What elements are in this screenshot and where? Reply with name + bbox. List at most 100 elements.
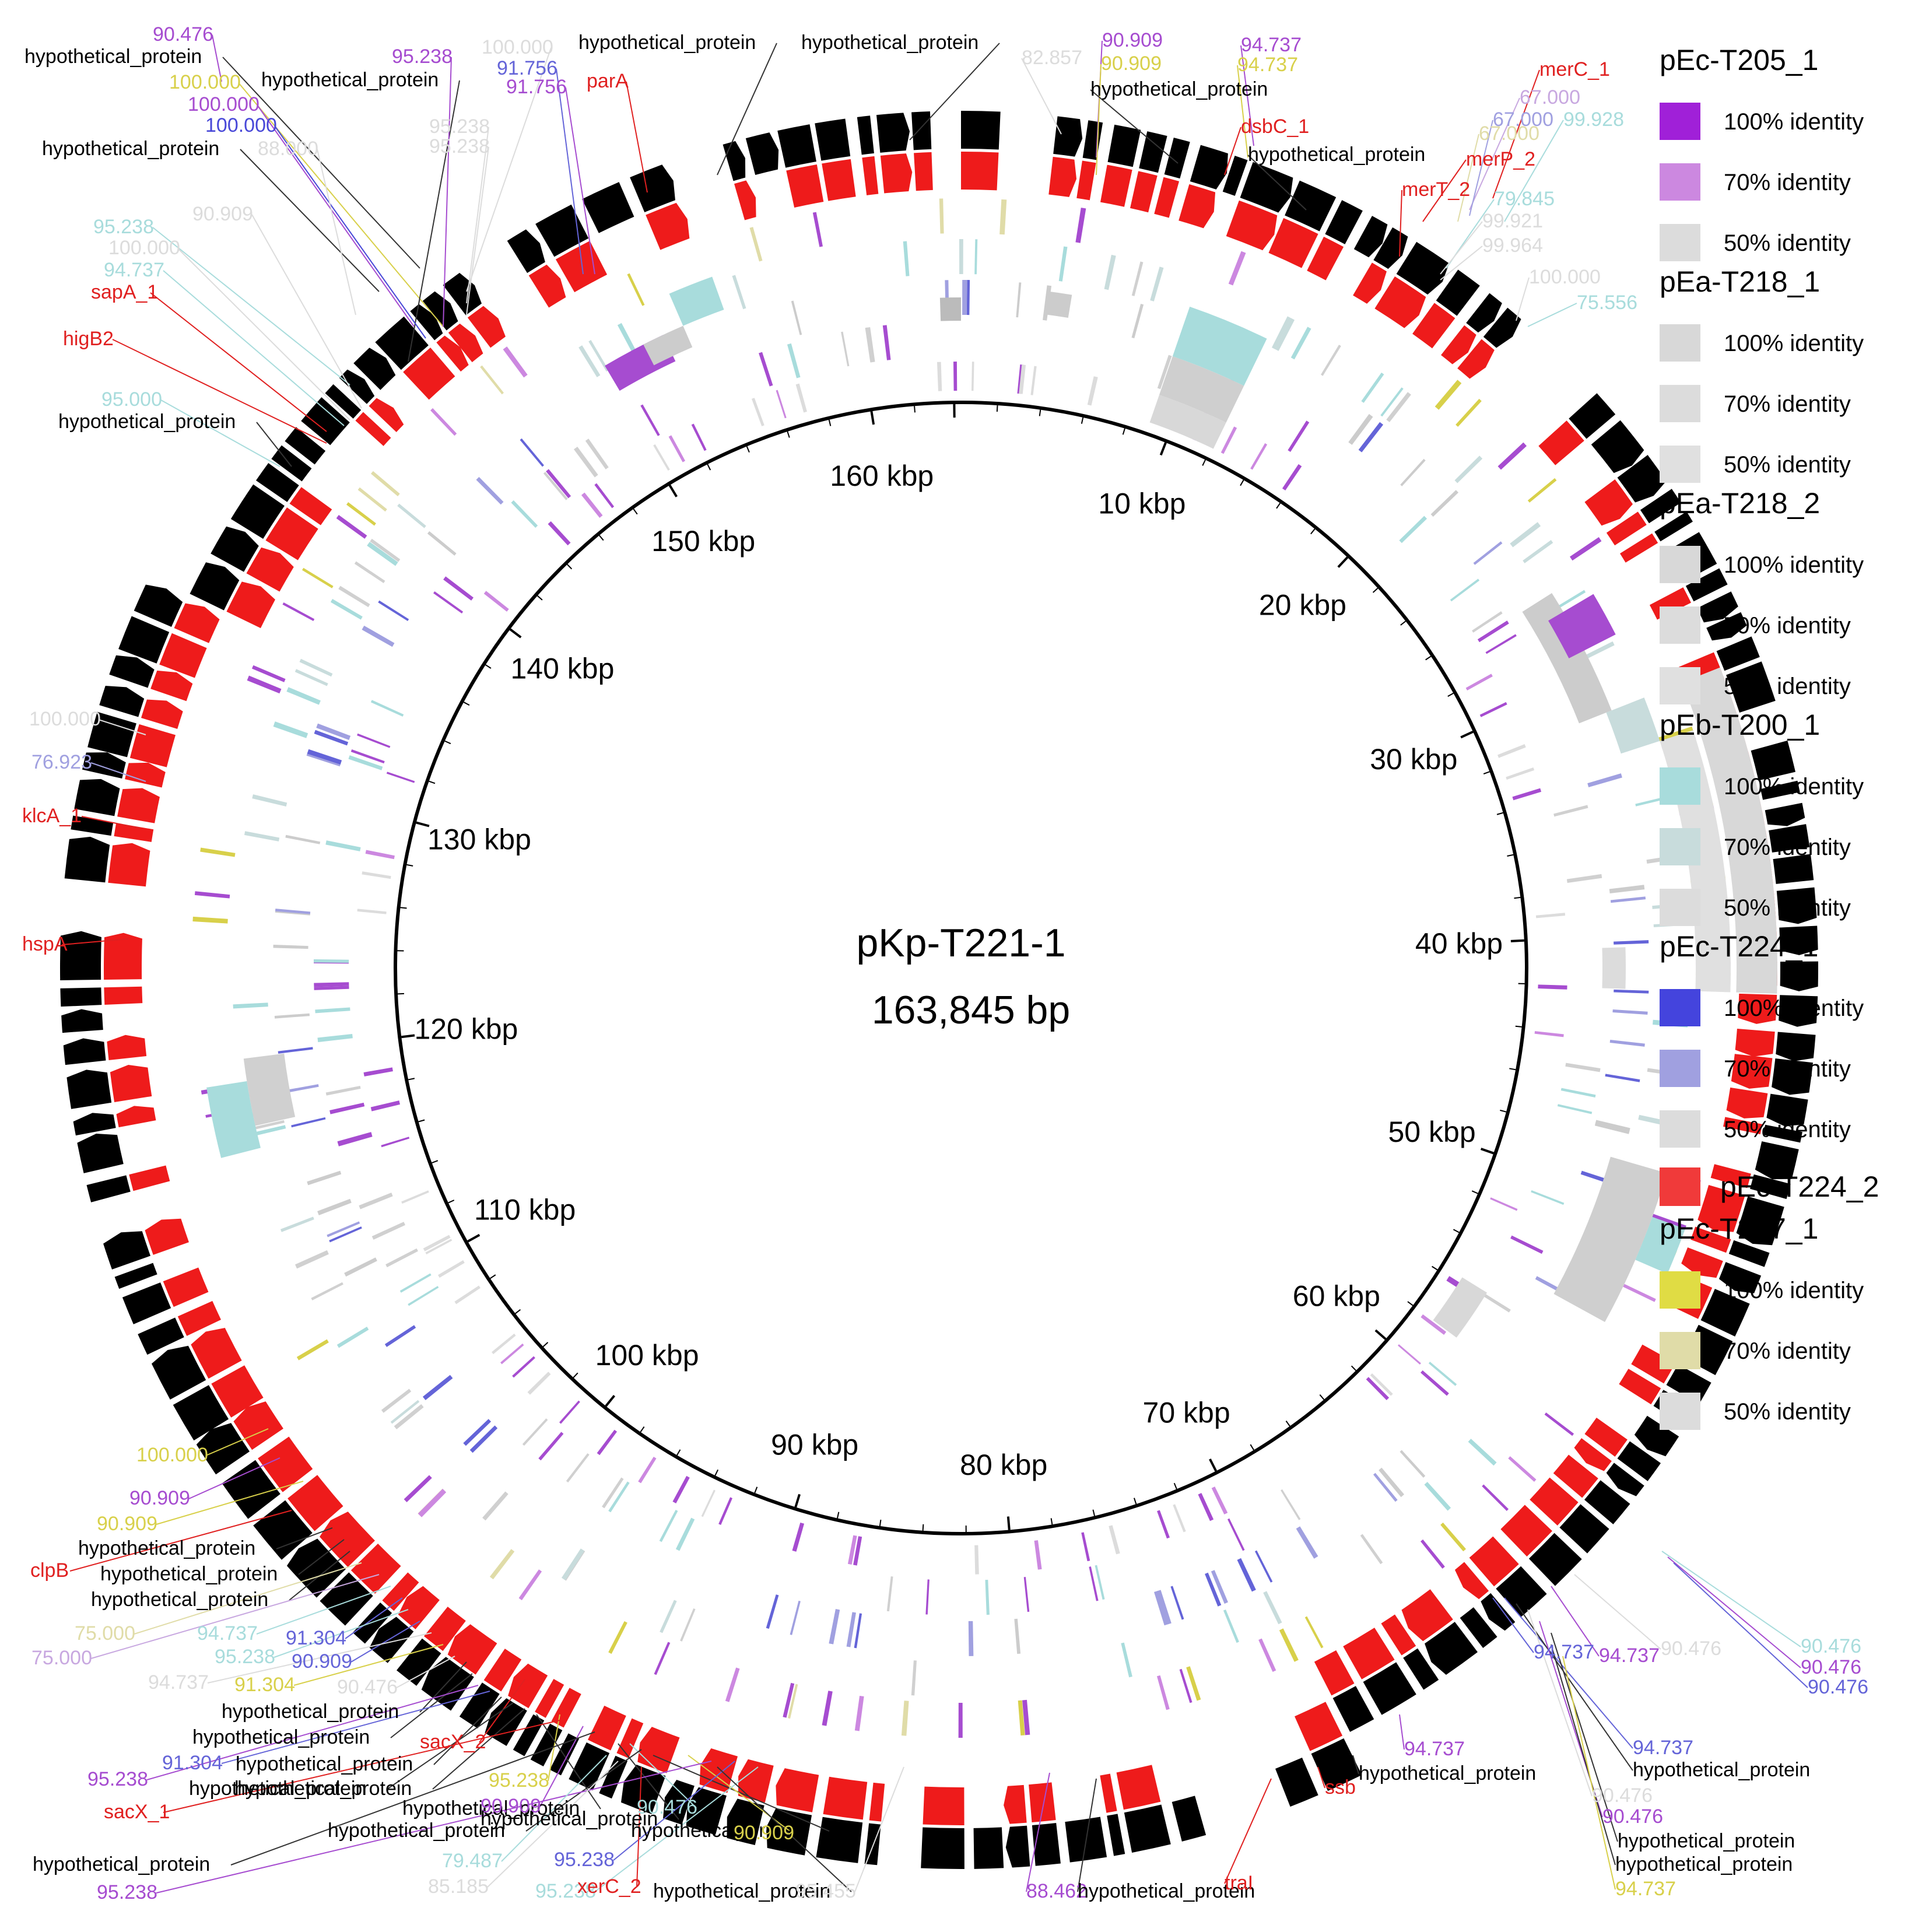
annotation-label: hypothetical_protein: [1090, 78, 1268, 100]
leader-line: [717, 1766, 852, 1892]
blast-hit: [1554, 590, 1586, 611]
cds-feature: [134, 584, 183, 627]
blast-hit: [307, 749, 342, 765]
pEc-T224_2-hit: [1353, 262, 1387, 304]
cds-feature: [1685, 568, 1728, 602]
blast-hit: [1430, 490, 1459, 517]
tick-mark: [400, 907, 407, 909]
pEc-T224_2-hit: [1412, 303, 1455, 349]
blast-hit: [1455, 398, 1482, 427]
pEc-T224_2-hit: [588, 1705, 626, 1751]
blast-hit: [846, 1612, 856, 1647]
leader-line: [1667, 1556, 1801, 1668]
cds-feature: [459, 1682, 500, 1728]
blast-hit: [1361, 372, 1384, 403]
annotation-label: 90.909: [192, 203, 253, 225]
blast-hit: [1465, 674, 1493, 690]
legend-swatch: [1660, 828, 1700, 865]
blast-hit: [1587, 773, 1622, 787]
cds-feature: [722, 141, 746, 181]
blast-hit: [302, 567, 334, 588]
blast-hit: [1358, 422, 1384, 453]
legend-swatch: [1660, 446, 1700, 483]
leader-line: [238, 82, 444, 327]
tick-label: 70 kbp: [1143, 1397, 1230, 1429]
tick-mark: [463, 702, 470, 706]
tick-mark: [1400, 620, 1407, 626]
leader-line: [207, 1632, 432, 1684]
blast-hit: [766, 1594, 779, 1629]
blast-hit: [1386, 392, 1411, 422]
annotation-label: clpB: [30, 1559, 69, 1582]
annotation-label: 91.304: [234, 1674, 295, 1696]
annotation-label: hypothetical_protein: [42, 138, 219, 160]
annotation-label: 95.000: [101, 388, 162, 411]
blast-hit: [1095, 1565, 1105, 1600]
blast-hit: [1131, 303, 1144, 339]
tick-mark: [914, 406, 916, 413]
blast-hit: [886, 1576, 893, 1612]
legend-swatch: [1660, 546, 1700, 583]
tick-mark: [1050, 1518, 1053, 1525]
blast-hit: [1250, 443, 1268, 470]
blast-hit: [1075, 208, 1086, 243]
pEc-T224_2-hit: [108, 843, 150, 887]
blast-hit: [1379, 1467, 1405, 1498]
leader-line: [1504, 120, 1564, 222]
cds-feature: [1082, 120, 1103, 160]
pEc-T224_2-hit: [150, 670, 193, 702]
annotation-label: 94.737: [104, 259, 164, 281]
blast-hit: [1479, 702, 1507, 717]
blast-hit: [1157, 1590, 1172, 1625]
pEc-T224_2-hit: [1710, 1164, 1751, 1188]
pEc-T224_2-hit: [145, 1218, 189, 1255]
legend-label: 50% identity: [1724, 895, 1851, 921]
cds-feature: [1760, 780, 1800, 800]
blast-hit: [1398, 1344, 1421, 1365]
leader-line: [1440, 246, 1483, 280]
cds-feature: [73, 1113, 116, 1136]
pEc-T224_2-hit: [1314, 1650, 1355, 1696]
leader-line: [177, 248, 350, 420]
annotation-label: hypothetical_protein: [578, 31, 756, 54]
leader-line: [1492, 69, 1540, 199]
blast-hit: [1220, 426, 1237, 454]
blast-hit: [1211, 1570, 1228, 1604]
blast-hit: [1275, 318, 1295, 351]
blast-hit: [378, 600, 409, 621]
annotation-label: sapA_1: [91, 281, 158, 303]
legend-label: 50% identity: [1724, 230, 1851, 256]
cds-feature: [63, 1038, 106, 1065]
tick-mark: [1460, 731, 1474, 739]
pEc-T224_2-hit: [246, 547, 294, 592]
annotation-label: 90.909: [129, 1487, 190, 1509]
legend-label: 70% identity: [1724, 391, 1851, 417]
leader-line: [1096, 64, 1102, 176]
leader-line: [98, 719, 146, 735]
pEc-T224_2-hit: [1735, 1029, 1775, 1057]
blast-hit: [1565, 1063, 1601, 1072]
cds-feature: [777, 124, 816, 168]
pEc-T224_2-hit: [110, 1065, 152, 1102]
annotation-label: 94.737: [1404, 1738, 1465, 1760]
cds-feature: [230, 484, 285, 539]
blast-hit-block: [1602, 947, 1626, 989]
blast-hit: [1610, 896, 1646, 903]
pEc-T224_2-hit: [1004, 1784, 1027, 1824]
blast-hit: [939, 198, 944, 234]
pEc-T224_2-hit: [508, 1663, 548, 1709]
blast-hit: [385, 1248, 418, 1268]
cds-feature: [1776, 887, 1817, 924]
blast-hit: [1170, 1586, 1184, 1620]
cds-feature: [1718, 1262, 1762, 1293]
tick-mark: [836, 1512, 840, 1519]
blast-hit: [638, 1457, 657, 1484]
tick-mark: [485, 664, 492, 669]
blast-hit: [1497, 744, 1526, 758]
cds-feature: [1124, 1804, 1171, 1853]
pEc-T224_2-hit: [467, 306, 506, 348]
tick-mark: [509, 628, 522, 639]
blast-hit: [317, 1034, 353, 1043]
blast-hit: [585, 439, 609, 469]
blast-hit: [348, 755, 383, 770]
